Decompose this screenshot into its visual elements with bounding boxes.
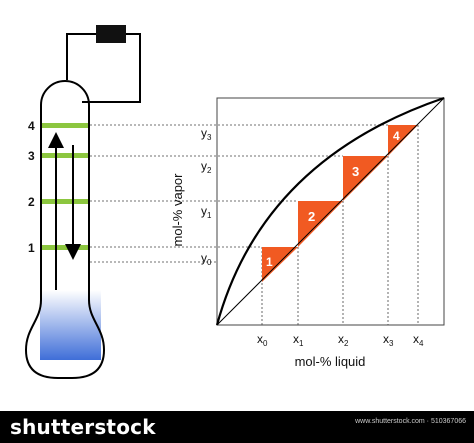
plate-3 [42,153,88,158]
y-tick-label: y1 [201,204,212,220]
step-3 [343,156,388,201]
plate-label: 2 [28,195,35,209]
step-label: 3 [352,164,359,179]
plot-frame [216,97,445,326]
circuit-wire [82,33,141,103]
image-id: www.shutterstock.com · 510367066 [355,418,466,425]
distillation-column [24,80,106,379]
footer-bar: shutterstock www.shutterstock.com · 5103… [0,411,474,443]
x-tick-label: x1 [293,332,304,348]
plate-label: 4 [28,119,35,133]
heater-icon [96,25,126,43]
column-liquid [40,290,101,360]
y-tick-label: y3 [201,126,212,142]
equilibrium-curve [215,96,445,326]
x-tick-label: x0 [257,332,268,348]
step-label: 1 [266,255,273,269]
distillation-diagram: 4 3 2 1 1 2 3 4 mol-% vapor mol-% liquid… [24,25,445,379]
y-tick-label: y0 [201,251,212,267]
x-tick-label: x4 [413,332,424,348]
plate-label: 1 [28,241,35,255]
step-2 [298,201,343,247]
plate-4 [42,123,88,128]
step-label: 4 [393,129,400,143]
x-tick-label: x3 [383,332,394,348]
step-4 [388,125,418,156]
circuit-wire [66,33,96,80]
y-axis-label: mol-% vapor [170,173,185,247]
mccabe-thiele-steps [262,125,418,282]
x-axis-label: mol-% liquid [295,354,366,369]
y-tick-label: y2 [201,159,212,175]
x-guide-lines [261,125,419,325]
column-plates [42,123,88,250]
step-label: 2 [308,209,315,224]
plate-leader-lines [90,124,388,263]
plate-2 [42,199,88,204]
plate-label: 3 [28,149,35,163]
plate-1 [42,245,88,250]
step-1 [262,247,298,282]
diagonal-line [216,97,445,326]
x-tick-label: x2 [338,332,349,348]
brand-logo: shutterstock [10,415,156,439]
